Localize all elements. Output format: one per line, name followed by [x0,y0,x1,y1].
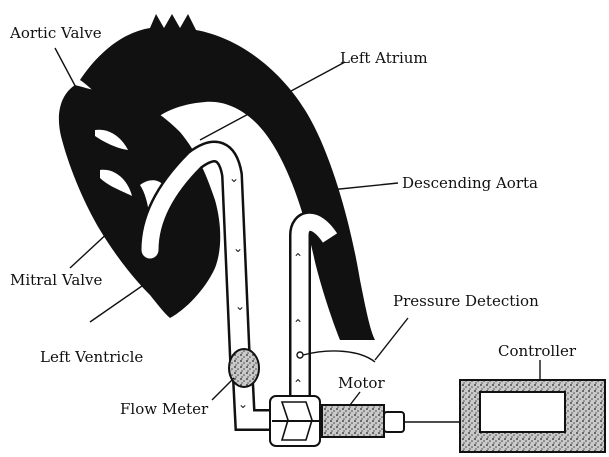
motor-end-cap [384,412,404,432]
label-pressure-detection: Pressure Detection [393,292,539,310]
flow-arrow-down: ⌄ [238,397,248,411]
leader-pressure-detection [375,318,408,360]
flow-arrow-down: ⌄ [233,241,243,255]
pressure-sensor-tip [297,352,303,358]
flow-arrow-up: ⌃ [293,377,303,391]
label-motor: Motor [338,374,385,392]
motor-body [322,405,384,437]
label-mitral-valve: Mitral Valve [10,271,103,289]
leader-motor [350,392,360,405]
leader-flow-meter [212,378,234,400]
flow-arrow-up: ⌃ [293,251,303,265]
controller-display [480,392,565,432]
flow-arrow-down: ⌄ [235,299,245,313]
flow-meter [229,349,259,387]
label-controller: Controller [498,342,577,360]
label-aortic-valve: Aortic Valve [9,24,102,42]
flow-arrow-down: ⌄ [229,171,239,185]
label-flow-meter: Flow Meter [120,400,209,418]
flow-arrow-up: ⌃ [293,317,303,331]
leader-descending-aorta [330,183,398,190]
motor [322,405,460,437]
label-left-ventricle: Left Ventricle [40,348,143,366]
pressure-sensor-wire [303,351,375,362]
label-descending-aorta: Descending Aorta [402,174,538,192]
flow-meter-body [229,349,259,387]
pump-housing [270,396,320,446]
label-left-atrium: Left Atrium [340,49,428,67]
controller [460,380,605,452]
heart-aorta [59,14,375,340]
